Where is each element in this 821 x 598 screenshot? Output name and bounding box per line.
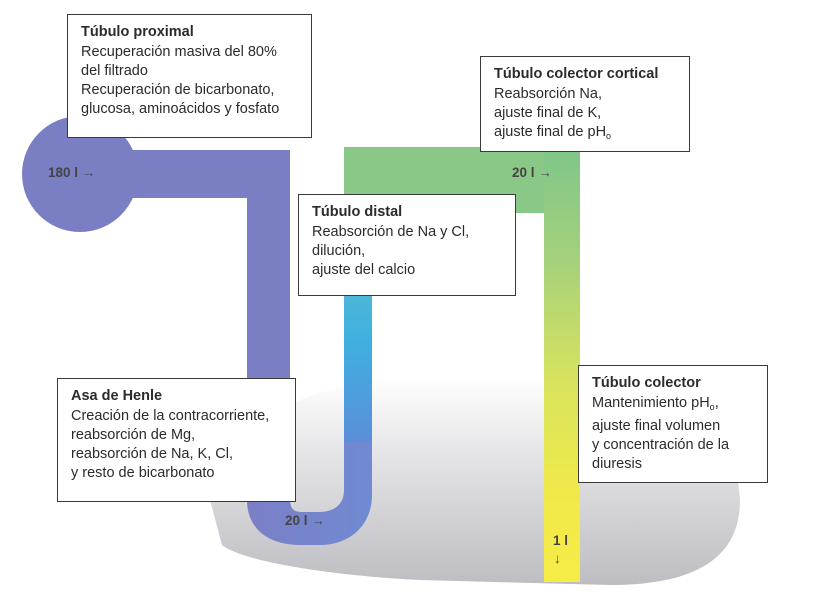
cortical-line: ajuste final de K, [494, 105, 602, 121]
henle-line: reabsorción de Na, K, Cl, [71, 446, 233, 462]
final-arrow-label: ↓ [554, 551, 561, 566]
proximal-line: Recuperación de bicarbonato, [81, 82, 275, 98]
cortical-line: Reabsorción Na, [494, 86, 602, 102]
collecting-duct-shape [544, 147, 580, 582]
henle-outflow-label: 20 l → [285, 513, 325, 528]
cortical-ph-line: ajuste final de pHo [494, 123, 679, 146]
colector-ph-line: Mantenimiento pHo, [592, 394, 757, 417]
cortical-ph-subscript: o [606, 131, 612, 141]
colector-line: diuresis [592, 456, 642, 472]
colector-ph-subscript: o [709, 402, 715, 412]
distal-title: Túbulo distal [312, 204, 403, 220]
cortical-flow-label: 20 l → [512, 165, 552, 180]
proximal-line: Recuperación masiva del 80% [81, 44, 277, 60]
henle-box: Asa de Henle Creación de la contracorrie… [57, 378, 296, 502]
henle-title: Asa de Henle [71, 388, 163, 404]
proximal-box: Túbulo proximal Recuperación masiva del … [67, 14, 312, 138]
distal-line: ajuste del calcio [312, 262, 416, 278]
colector-line: ajuste final volumen [592, 418, 721, 434]
cortical-title: Túbulo colector cortical [494, 66, 659, 82]
proximal-line: glucosa, aminoácidos y fosfato [81, 101, 280, 117]
colector-title: Túbulo colector [592, 375, 701, 391]
colector-box: Túbulo colector Mantenimiento pHo, ajust… [578, 365, 768, 483]
henle-line: reabsorción de Mg, [71, 427, 196, 443]
henle-line: y resto de bicarbonato [71, 465, 215, 481]
cortical-ph-text: ajuste final de pH [494, 124, 607, 140]
colector-ph-text: Mantenimiento pH [592, 395, 710, 411]
proximal-title: Túbulo proximal [81, 24, 194, 40]
final-volume-label: 1 l [553, 533, 569, 548]
colector-ph-suffix: , [714, 395, 719, 411]
distal-line: Reabsorción de Na y Cl, [312, 224, 470, 240]
henle-line: Creación de la contracorriente, [71, 408, 270, 424]
inflow-label: 180 l → [48, 165, 96, 180]
distal-line: dilución, [312, 243, 366, 259]
cortical-box: Túbulo colector cortical Reabsorción Na,… [480, 56, 690, 152]
distal-box: Túbulo distal Reabsorción de Na y Cl, di… [298, 194, 516, 296]
colector-line: y concentración de la [592, 437, 730, 453]
proximal-line: del filtrado [81, 63, 148, 79]
